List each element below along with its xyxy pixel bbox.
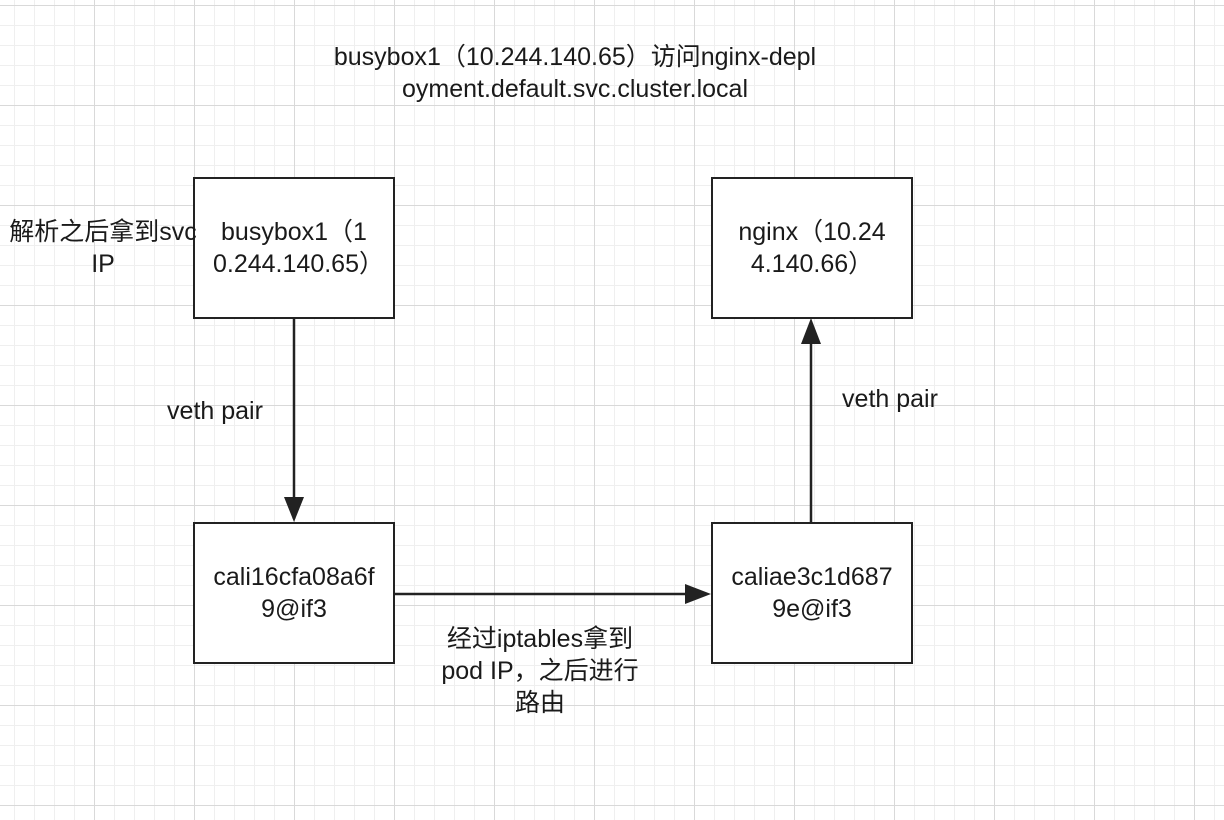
node-cali-right[interactable]: caliae3c1d6879e@if3 bbox=[711, 522, 913, 664]
edge-label-left-veth: veth pair bbox=[167, 397, 263, 425]
node-cali-right-label: caliae3c1d6879e@if3 bbox=[731, 563, 893, 623]
arrowhead-up-icon bbox=[801, 318, 821, 344]
edge-label-iptables: 经过iptables拿到pod IP，之后进行路由 bbox=[441, 625, 639, 717]
arrowhead-right-icon bbox=[685, 584, 711, 604]
arrowhead-down-icon bbox=[284, 497, 304, 522]
node-cali-left-label: cali16cfa08a6f9@if3 bbox=[213, 563, 375, 623]
node-nginx[interactable]: nginx（10.244.140.66） bbox=[711, 177, 913, 319]
node-cali-left[interactable]: cali16cfa08a6f9@if3 bbox=[193, 522, 395, 664]
node-nginx-label: nginx（10.244.140.66） bbox=[738, 218, 886, 278]
node-busybox1[interactable]: busybox1（10.244.140.65） bbox=[193, 177, 395, 319]
node-busybox1-label: busybox1（10.244.140.65） bbox=[213, 218, 384, 278]
diagram-title: busybox1（10.244.140.65）访问nginx-deploymen… bbox=[333, 43, 817, 103]
edge-label-right-veth: veth pair bbox=[842, 385, 938, 413]
annotation-resolve-svc-ip: 解析之后拿到svc IP bbox=[9, 218, 197, 278]
